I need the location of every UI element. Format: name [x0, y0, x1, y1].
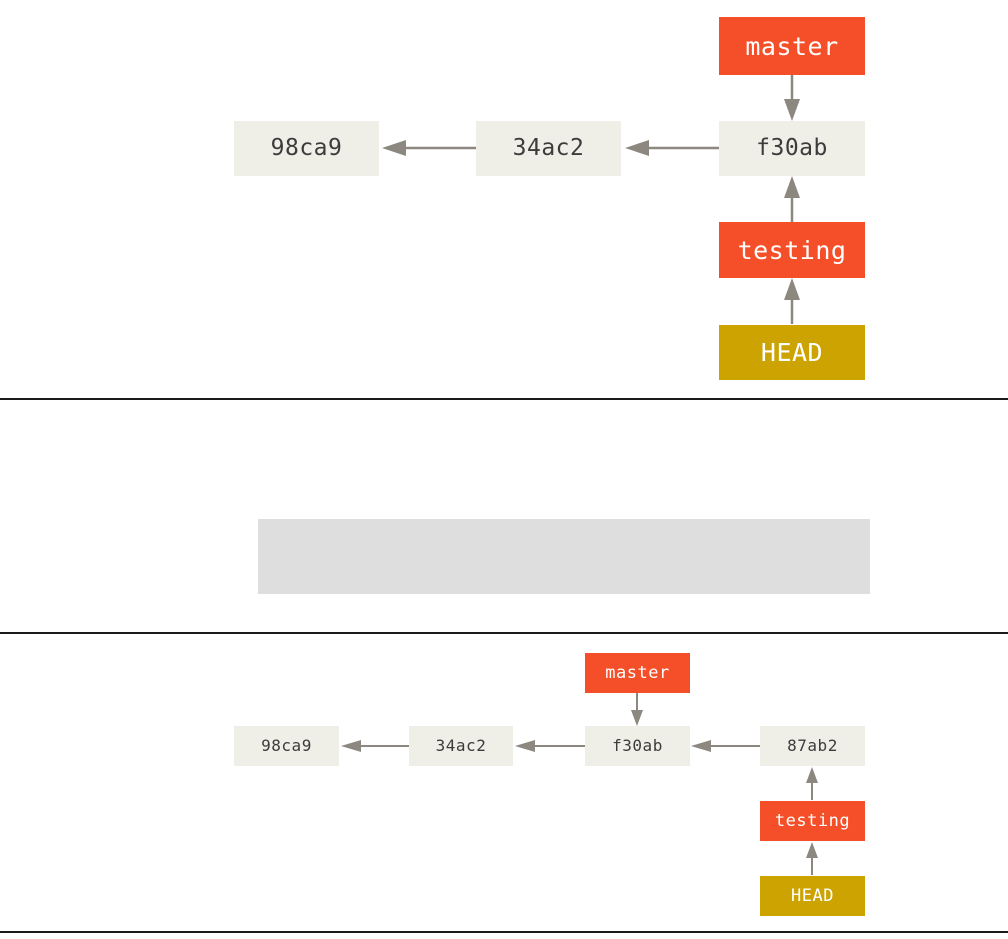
arrow-34ac2-to-98ca9-bottom [341, 737, 409, 755]
rule-top [0, 398, 1008, 400]
node-commit-34ac2-bottom[interactable]: 34ac2 [409, 726, 513, 766]
arrow-f30ab-to-34ac2-top [625, 138, 719, 158]
node-branch-master-bottom[interactable]: master [585, 653, 690, 693]
rule-middle [0, 632, 1008, 634]
node-commit-34ac2-top[interactable]: 34ac2 [476, 121, 621, 176]
node-head-pointer-bottom[interactable]: HEAD [760, 876, 865, 916]
figure-before-commit: master 98ca9 34ac2 f30ab testing HEAD [0, 0, 1008, 398]
node-commit-87ab2-bottom[interactable]: 87ab2 [760, 726, 865, 766]
node-branch-testing-top[interactable]: testing [719, 222, 865, 278]
figure-command-block [0, 400, 1008, 632]
arrow-f30ab-to-34ac2-bottom [515, 737, 585, 755]
arrow-master-to-f30ab-top [782, 75, 802, 122]
arrow-testing-to-f30ab-top [782, 176, 802, 223]
node-commit-98ca9-bottom[interactable]: 98ca9 [234, 726, 339, 766]
arrow-master-to-f30ab-bottom [628, 693, 646, 727]
arrow-testing-to-87ab2-bottom [803, 767, 821, 801]
arrow-head-to-testing-bottom [803, 842, 821, 876]
node-commit-f30ab-bottom[interactable]: f30ab [585, 726, 690, 766]
node-commit-98ca9-top[interactable]: 98ca9 [234, 121, 379, 176]
node-branch-testing-bottom[interactable]: testing [760, 801, 865, 841]
command-placeholder [258, 519, 870, 594]
node-branch-master-top[interactable]: master [719, 17, 865, 75]
arrow-34ac2-to-98ca9-top [382, 138, 476, 158]
figure-after-commit: master 98ca9 34ac2 f30ab 87ab2 testing H… [0, 634, 1008, 931]
arrow-head-to-testing-top [782, 278, 802, 325]
node-commit-f30ab-top[interactable]: f30ab [719, 121, 865, 176]
arrow-87ab2-to-f30ab-bottom [691, 737, 760, 755]
rule-bottom [0, 931, 1008, 933]
node-head-pointer-top[interactable]: HEAD [719, 325, 865, 380]
